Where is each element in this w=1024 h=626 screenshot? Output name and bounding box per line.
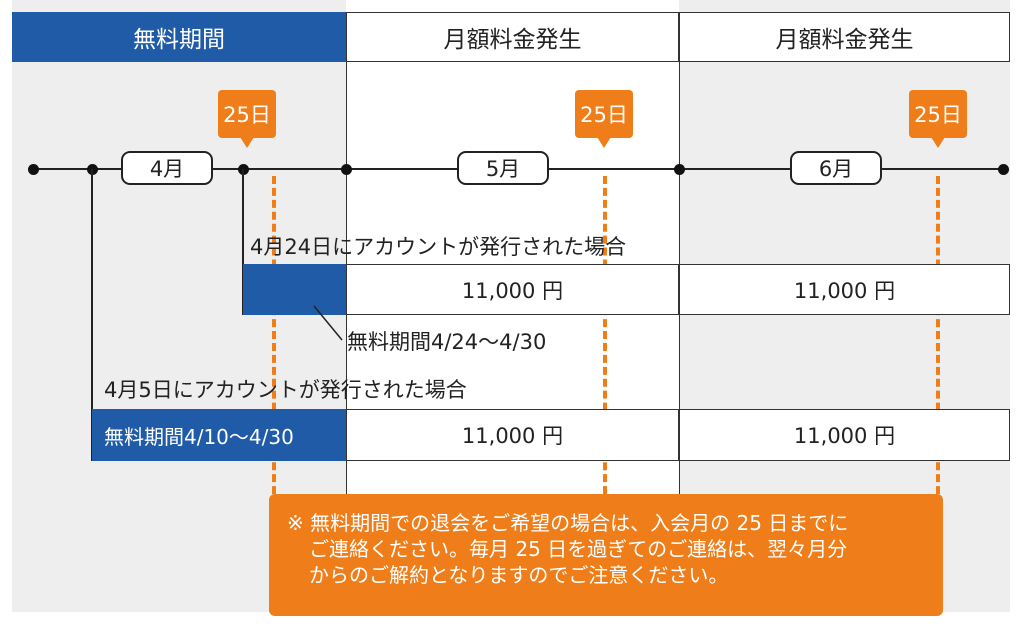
deadline-callout-june: 25日 — [909, 90, 967, 148]
case-early-caption: 4月5日にアカウントが発行された場合 — [104, 378, 467, 402]
cancellation-note: ※ 無料期間での退会をご希望の場合は、入会月の 25 日までに ご連絡ください。… — [269, 494, 943, 616]
free-period-label-late: 無料期間4/24～4/30 — [347, 330, 547, 354]
timeline-dot — [673, 163, 685, 175]
note-line: ※ 無料期間での退会をご希望の場合は、入会月の 25 日までに — [287, 511, 849, 535]
timeline-dot — [997, 163, 1009, 175]
month-label-april: 4月 — [121, 151, 213, 185]
header-free-period: 無料期間 — [12, 12, 346, 62]
deadline-callout-april: 25日 — [218, 90, 276, 148]
fee-cell-may-early: 11,000 円 — [346, 409, 679, 461]
deadline-callout-may: 25日 — [575, 90, 633, 148]
fee-cell-may-late: 11,000 円 — [346, 264, 679, 315]
timeline-dot — [27, 163, 39, 175]
issue-drop-line-late — [242, 169, 244, 315]
fee-cell-june-late: 11,000 円 — [679, 264, 1010, 315]
fee-cell-june-early: 11,000 円 — [679, 409, 1010, 461]
free-period-bar-early: 無料期間4/10～4/30 — [92, 409, 346, 461]
timeline-dot — [340, 163, 352, 175]
header-monthly-fee-may: 月額料金発生 — [346, 12, 679, 62]
deadline-dash-may — [603, 176, 607, 506]
deadline-dash-april — [272, 176, 276, 506]
case-late-caption: 4月24日にアカウントが発行された場合 — [250, 235, 627, 259]
free-period-bar-late — [243, 264, 346, 315]
issue-drop-line-early — [91, 169, 93, 461]
note-line: ご連絡ください。毎月 25 日を過ぎてのご連絡は、翌々月分 — [309, 537, 848, 561]
deadline-dash-june — [936, 176, 940, 506]
note-line: からのご解約となりますのでご注意ください。 — [309, 563, 729, 587]
header-monthly-fee-june: 月額料金発生 — [679, 12, 1010, 62]
month-label-june: 6月 — [790, 151, 882, 185]
leader-line — [313, 305, 343, 341]
month-label-may: 5月 — [457, 151, 549, 185]
